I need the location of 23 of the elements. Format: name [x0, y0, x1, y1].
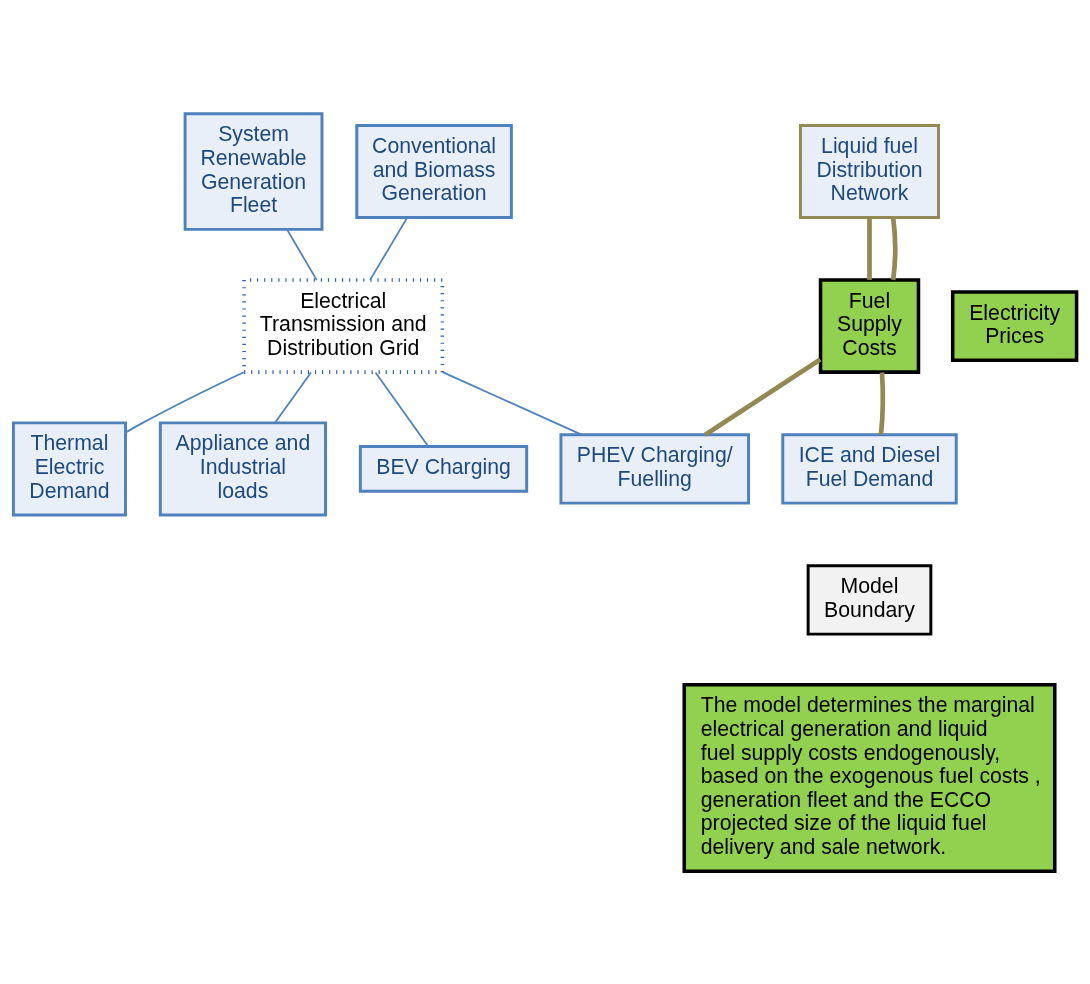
connector — [286, 228, 318, 281]
connector — [441, 370, 583, 436]
connector — [890, 216, 898, 280]
node-box: PHEV Charging/ Fuelling — [559, 432, 751, 505]
node-box: System Renewable Generation Fleet — [183, 111, 324, 231]
node-box: Electricity Prices — [950, 289, 1079, 362]
node-box: The model determines the marginal electrical generation and liquid fuel supply costs endogenously, based on the exogenous fuel costs , generation fleet and the ECCO projected size of the liquid fuel delivery and sale network. — [682, 682, 1057, 873]
node-box: Conventional and Biomass Generation — [355, 123, 513, 219]
connector — [374, 371, 429, 447]
node-box: BEV Charging — [358, 444, 529, 493]
node-box: Model Boundary — [806, 563, 933, 636]
node-box: Fuel Supply Costs — [818, 277, 921, 374]
node-box: Thermal Electric Demand — [11, 420, 127, 516]
connector — [704, 357, 822, 437]
node-box: Electrical Transmission and Distribution Grid — [242, 277, 445, 374]
node-box: Appliance and Industrial loads — [158, 420, 327, 516]
connector — [369, 216, 409, 281]
node-box: ICE and Diesel Fuel Demand — [781, 432, 958, 505]
node-box: Liquid fuel Distribution Network — [799, 123, 940, 219]
connector — [274, 371, 312, 423]
connector — [878, 371, 886, 435]
connector — [124, 370, 245, 433]
connector — [867, 217, 872, 280]
